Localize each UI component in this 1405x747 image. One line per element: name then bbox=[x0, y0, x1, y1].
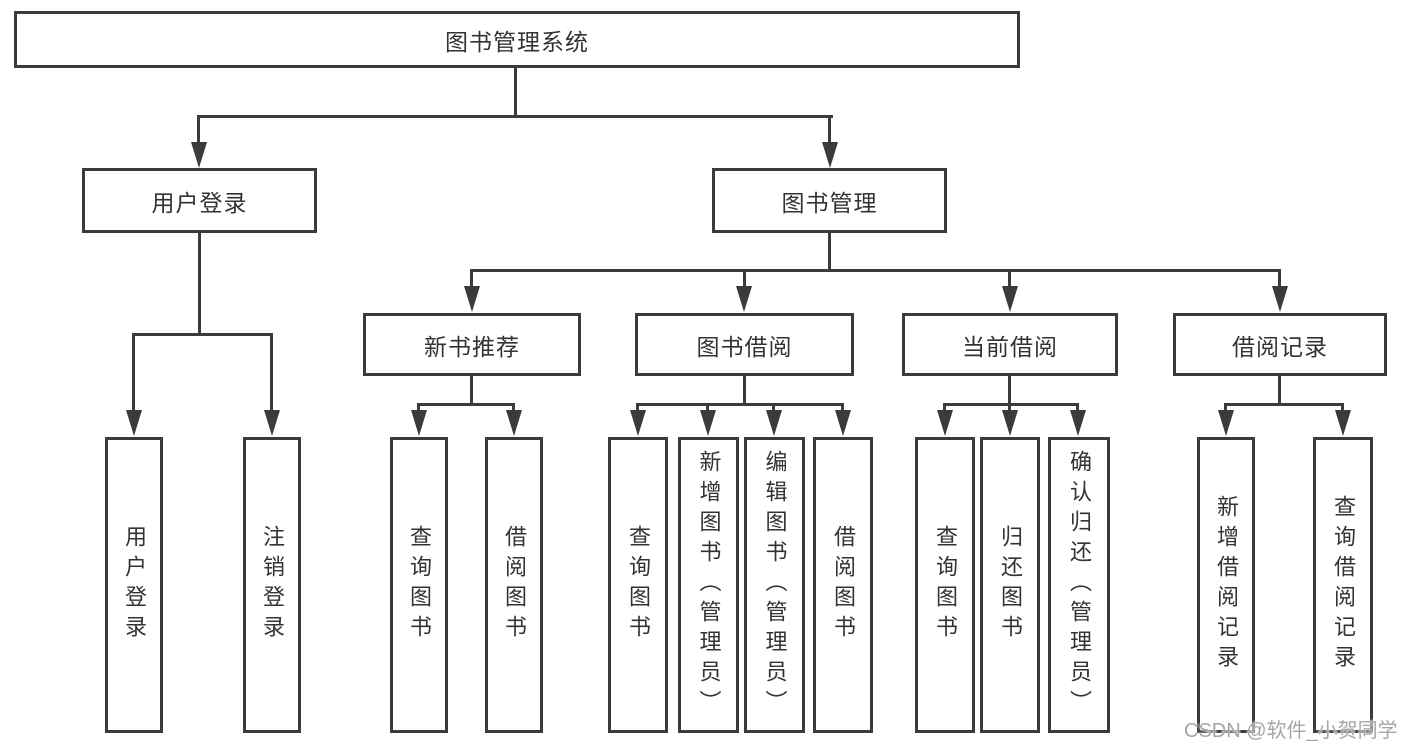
connector-line bbox=[636, 403, 844, 406]
arrowhead-down bbox=[464, 286, 480, 312]
connector-line bbox=[417, 403, 515, 406]
node-leaf-confirm-return-admin: 确认归还（管理员） bbox=[1048, 437, 1110, 733]
connector-line bbox=[512, 403, 515, 412]
arrowhead-down bbox=[1218, 410, 1234, 436]
connector-line bbox=[470, 376, 473, 406]
connector-line bbox=[514, 68, 517, 118]
node-new-book-recommendation: 新书推荐 bbox=[363, 313, 581, 376]
arrowhead-down bbox=[264, 410, 280, 436]
connector-line bbox=[1008, 403, 1011, 412]
node-label: 图书管理系统 bbox=[445, 28, 589, 55]
connector-line bbox=[1008, 269, 1011, 288]
connector-line bbox=[197, 115, 833, 118]
node-label: 新书推荐 bbox=[424, 333, 520, 360]
connector-line bbox=[772, 403, 775, 412]
arrowhead-down bbox=[937, 410, 953, 436]
connector-line bbox=[1341, 403, 1344, 412]
node-leaf-query-books-3: 查询图书 bbox=[915, 437, 975, 733]
node-label: 借阅图书 bbox=[502, 525, 527, 645]
node-label: 图书管理 bbox=[781, 189, 878, 216]
connector-line bbox=[470, 269, 1281, 272]
connector-line bbox=[743, 376, 746, 406]
arrowhead-down bbox=[1272, 286, 1288, 312]
arrowhead-down bbox=[1070, 410, 1086, 436]
arrowhead-down bbox=[835, 410, 851, 436]
connector-line bbox=[1278, 269, 1281, 288]
node-root-library-system: 图书管理系统 bbox=[14, 11, 1020, 68]
node-leaf-add-books-admin: 新增图书（管理员） bbox=[678, 437, 739, 733]
node-leaf-logout: 注销登录 bbox=[243, 437, 301, 733]
arrowhead-down bbox=[1002, 410, 1018, 436]
node-label: 图书借阅 bbox=[696, 333, 793, 360]
node-label: 用户登录 bbox=[151, 189, 248, 216]
node-user-login: 用户登录 bbox=[82, 168, 317, 233]
node-leaf-edit-books-admin: 编辑图书（管理员） bbox=[744, 437, 805, 733]
connector-line bbox=[1076, 403, 1079, 412]
connector-line bbox=[132, 333, 135, 411]
connector-line bbox=[1008, 376, 1011, 406]
connector-line bbox=[417, 403, 420, 412]
node-label: 新增图书（管理员） bbox=[696, 450, 722, 720]
arrowhead-down bbox=[1002, 286, 1018, 312]
connector-line bbox=[1224, 403, 1344, 406]
node-label: 查询借阅记录 bbox=[1331, 495, 1356, 675]
node-label: 编辑图书（管理员） bbox=[762, 450, 788, 720]
arrowhead-down bbox=[1335, 410, 1351, 436]
node-borrowing-records: 借阅记录 bbox=[1173, 313, 1387, 376]
node-label: 确认归还（管理员） bbox=[1067, 450, 1092, 720]
node-leaf-return-books: 归还图书 bbox=[980, 437, 1040, 733]
node-label: 归还图书 bbox=[998, 525, 1023, 645]
connector-line bbox=[943, 403, 1079, 406]
node-label: 查询图书 bbox=[626, 525, 651, 645]
node-current-borrowing: 当前借阅 bbox=[902, 313, 1118, 376]
node-label: 借阅记录 bbox=[1232, 333, 1328, 360]
node-leaf-add-borrow-record: 新增借阅记录 bbox=[1197, 437, 1255, 733]
node-label: 查询图书 bbox=[407, 525, 432, 645]
connector-line bbox=[470, 269, 473, 288]
node-label: 新增借阅记录 bbox=[1214, 495, 1239, 675]
arrowhead-down bbox=[700, 410, 716, 436]
arrowhead-down bbox=[126, 410, 142, 436]
node-label: 查询图书 bbox=[933, 525, 958, 645]
arrowhead-down bbox=[506, 410, 522, 436]
watermark: CSDN @软件_小贺同学 bbox=[1184, 720, 1398, 742]
node-leaf-borrow-books-2: 借阅图书 bbox=[813, 437, 873, 733]
node-book-management: 图书管理 bbox=[712, 168, 947, 233]
connector-line bbox=[828, 233, 831, 272]
connector-line bbox=[828, 115, 831, 145]
connector-line bbox=[841, 403, 844, 412]
node-leaf-query-borrow-record: 查询借阅记录 bbox=[1313, 437, 1373, 733]
node-label: 借阅图书 bbox=[831, 525, 856, 645]
arrowhead-down bbox=[822, 142, 838, 168]
node-leaf-query-books-1: 查询图书 bbox=[390, 437, 448, 733]
arrowhead-down bbox=[411, 410, 427, 436]
arrowhead-down bbox=[766, 410, 782, 436]
node-leaf-borrow-books-1: 借阅图书 bbox=[485, 437, 543, 733]
node-label: 注销登录 bbox=[260, 525, 285, 645]
node-label: 当前借阅 bbox=[962, 333, 1058, 360]
node-leaf-query-books-2: 查询图书 bbox=[608, 437, 668, 733]
connector-line bbox=[198, 233, 201, 336]
node-book-borrowing: 图书借阅 bbox=[635, 313, 854, 376]
connector-line bbox=[270, 333, 273, 411]
connector-line bbox=[132, 333, 273, 336]
connector-line bbox=[1278, 376, 1281, 406]
connector-line bbox=[706, 403, 709, 412]
node-label: 用户登录 bbox=[122, 525, 147, 645]
connector-line bbox=[943, 403, 946, 412]
connector-line bbox=[743, 269, 746, 288]
connector-line bbox=[197, 115, 200, 145]
arrowhead-down bbox=[630, 410, 646, 436]
connector-line bbox=[1224, 403, 1227, 412]
arrowhead-down bbox=[191, 142, 207, 168]
node-leaf-user-login: 用户登录 bbox=[105, 437, 163, 733]
arrowhead-down bbox=[736, 286, 752, 312]
connector-line bbox=[636, 403, 639, 412]
